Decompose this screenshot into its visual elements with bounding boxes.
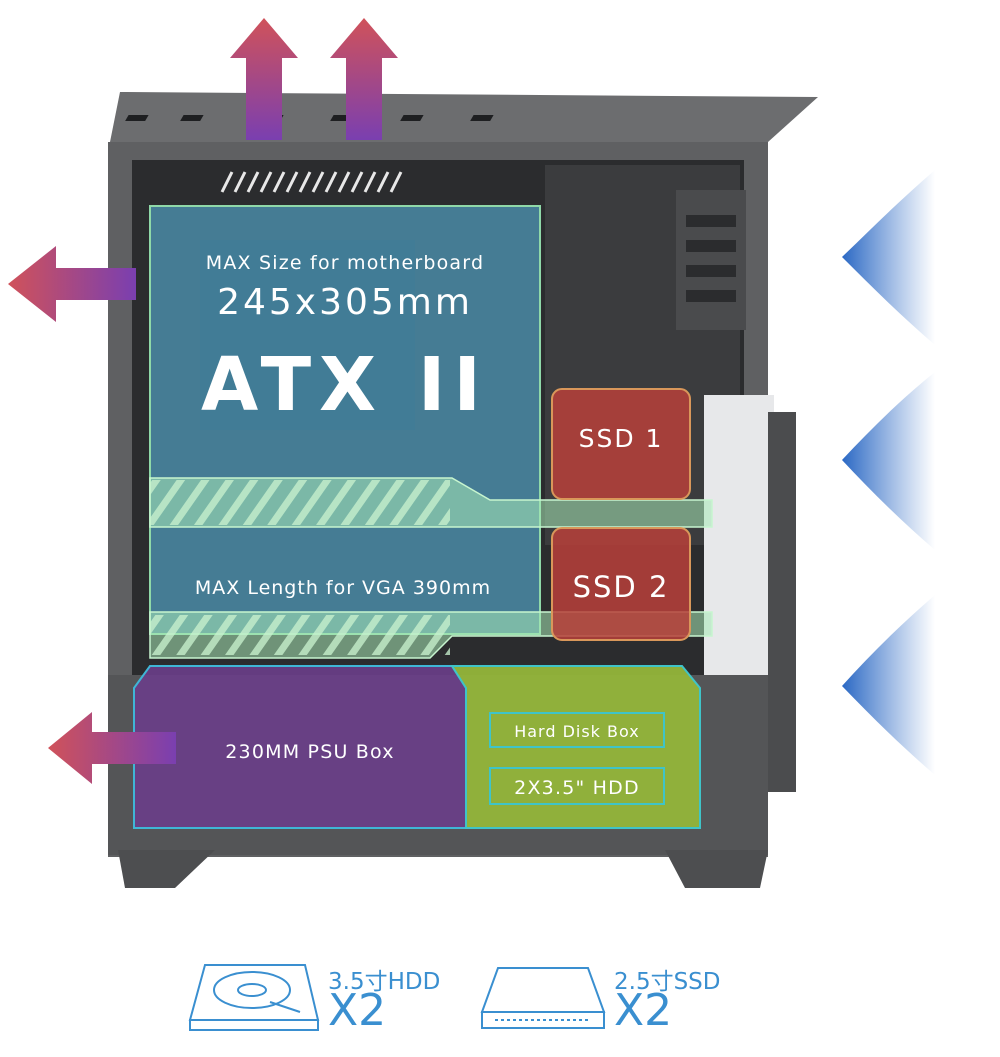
motherboard-zone bbox=[149, 205, 541, 635]
intake-arrow-2 bbox=[842, 372, 935, 550]
exhaust-arrow-rear bbox=[8, 246, 136, 322]
ssd-icon bbox=[480, 967, 606, 1029]
legend-hdd-qty: X2 bbox=[328, 985, 387, 1036]
hdd-icon bbox=[188, 964, 320, 1031]
exhaust-arrow-top-2 bbox=[330, 18, 398, 140]
exhaust-arrow-psu bbox=[48, 712, 176, 784]
legend-ssd-label: 2.5寸SSD bbox=[614, 969, 721, 995]
intake-arrow-1 bbox=[842, 170, 935, 345]
ssd-2-zone bbox=[551, 527, 691, 641]
ssd-1-label: SSD 1 bbox=[578, 424, 664, 453]
hdd-capacity-label: 2X3.5" HDD bbox=[489, 767, 665, 805]
vga-max-length-label: MAX Length for VGA 390mm bbox=[194, 577, 492, 599]
motherboard-form-factor: ATX II bbox=[201, 342, 489, 428]
psu-box-label: 230MM PSU Box bbox=[225, 741, 395, 763]
legend-hdd-label: 3.5寸HDD bbox=[328, 969, 441, 995]
ssd-1-zone bbox=[551, 388, 691, 500]
motherboard-max-size-label: MAX Size for motherboard bbox=[205, 252, 485, 274]
motherboard-size-value: 245x305mm bbox=[217, 282, 473, 323]
intake-arrow-3 bbox=[842, 595, 935, 775]
legend-ssd-qty: X2 bbox=[614, 985, 673, 1036]
exhaust-arrow-top-1 bbox=[230, 18, 298, 140]
hard-disk-box-label: Hard Disk Box bbox=[489, 712, 665, 748]
ssd-2-label: SSD 2 bbox=[572, 570, 670, 604]
